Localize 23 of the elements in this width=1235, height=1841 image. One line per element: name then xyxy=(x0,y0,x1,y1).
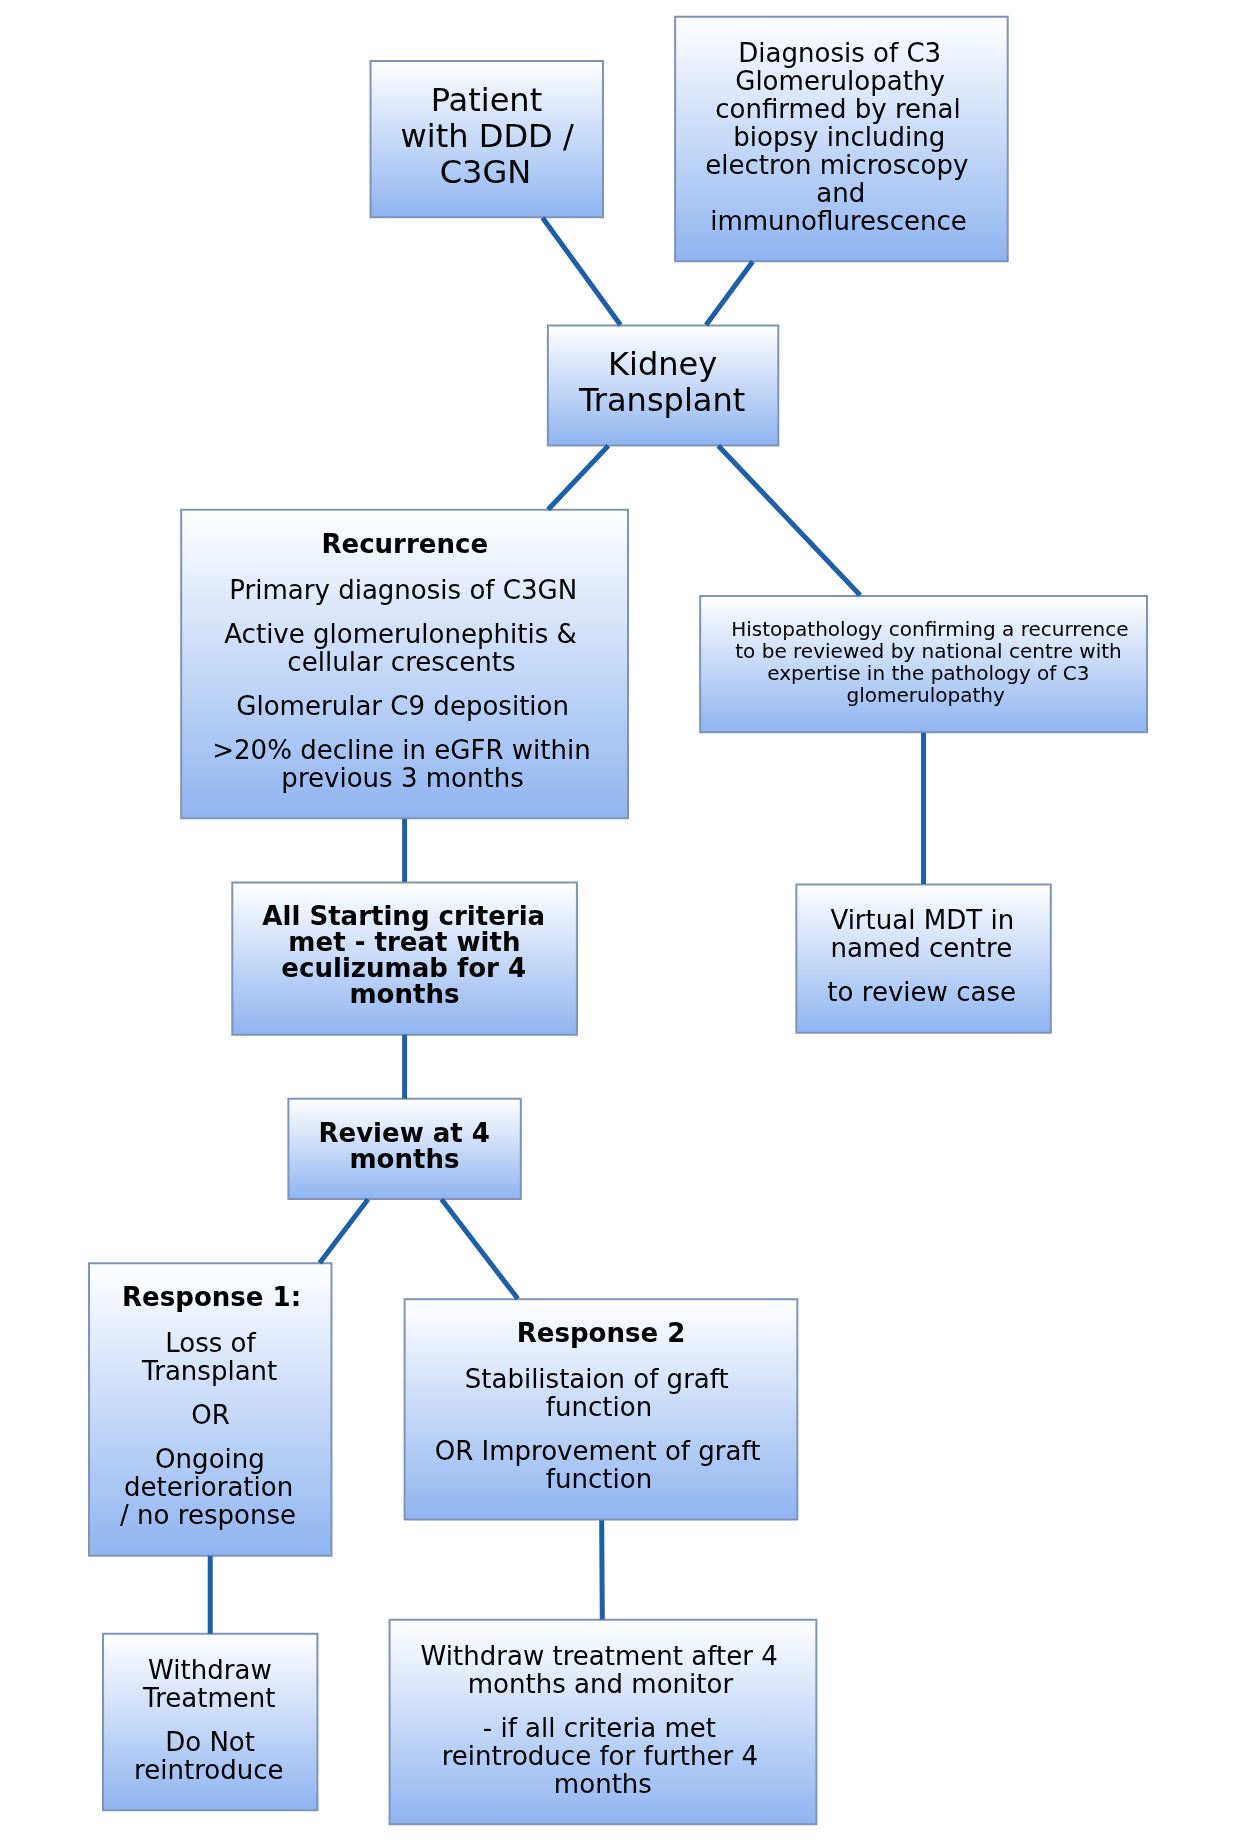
node-box: Review at 4 months xyxy=(286,1097,522,1200)
node-box: All Starting criteria met - treat with eculizumab for 4 months xyxy=(230,881,578,1036)
connector xyxy=(207,1555,213,1634)
node-box: Virtual MDT in named centre to review case xyxy=(794,883,1052,1034)
node-box: Patient with DDD / C3GN xyxy=(369,59,604,219)
node-box: Response 2 Stabilistaion of graft function OR Improvement of graft function xyxy=(403,1298,798,1521)
node-box: Kidney Transplant xyxy=(546,324,779,447)
connector xyxy=(716,444,862,597)
connector xyxy=(401,818,407,882)
node-box: Withdraw treatment after 4 months and monitor - if all criteria met reintroduce for further 4 months xyxy=(388,1618,817,1826)
node-box: Response 1: Loss of Transplant OR Ongoing deterioration / no response xyxy=(87,1262,332,1557)
connector xyxy=(540,216,623,327)
connector xyxy=(401,1034,407,1099)
connector xyxy=(545,444,610,512)
node-box: Withdraw Treatment Do Not reintroduce xyxy=(101,1632,318,1812)
connector xyxy=(439,1197,520,1301)
connector xyxy=(317,1197,370,1265)
node-box: Histopathology confirming a recurrence to be reviewed by national centre with expertise in the pathology of C3 glomerulopathy xyxy=(698,594,1148,734)
node-box: Diagnosis of C3 Glomerulopathy confirmed by renal biopsy including electron microscopy and immunoflurescence xyxy=(673,15,1009,263)
connector xyxy=(598,1520,605,1620)
node-box: Recurrence Primary diagnosis of C3GN Active glomerulonephitis & cellular crescents Glomerular C9 deposition >20% decline in eGFR within previous 3 months xyxy=(179,508,629,820)
connector xyxy=(703,260,755,327)
connector xyxy=(920,732,926,885)
